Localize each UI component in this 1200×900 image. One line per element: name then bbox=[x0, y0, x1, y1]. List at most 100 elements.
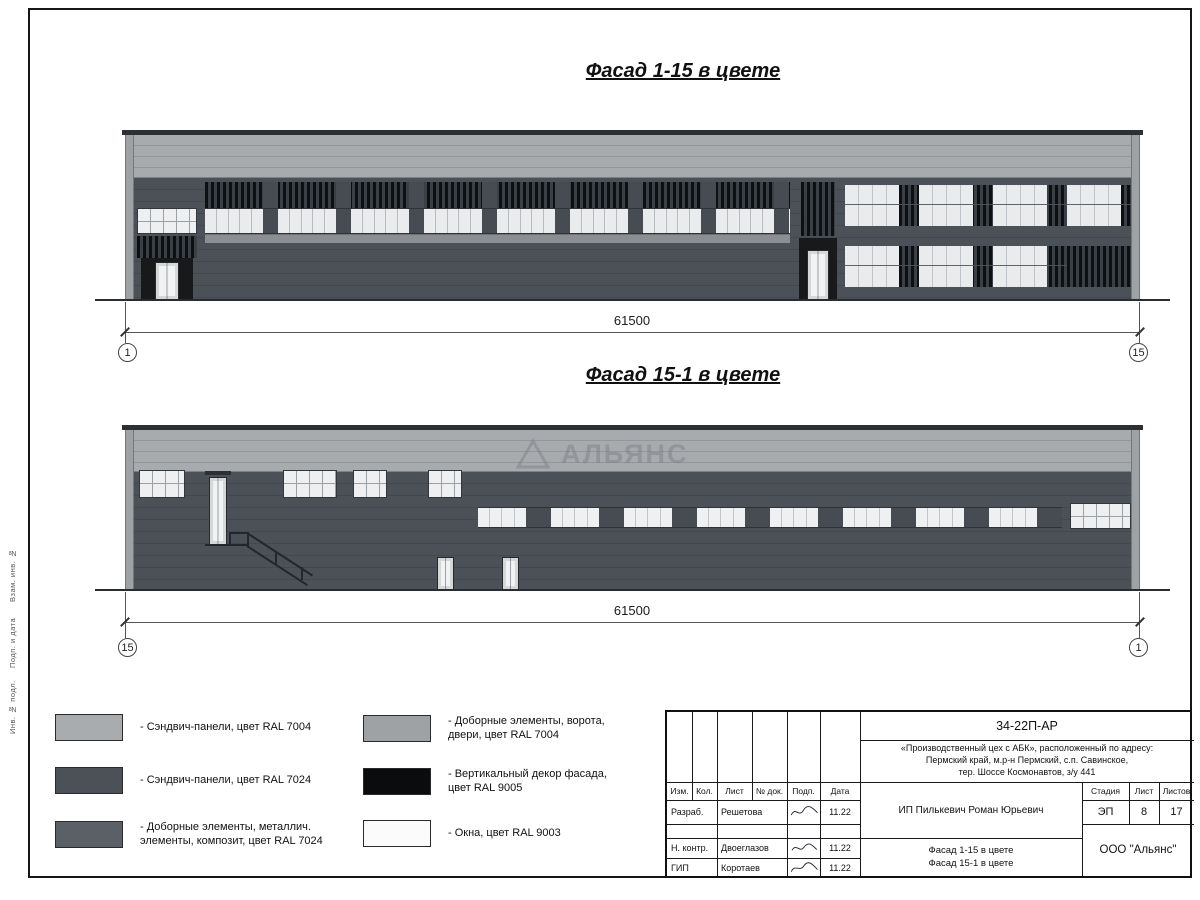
service-door-2 bbox=[502, 557, 519, 590]
entrance-decor-stripes bbox=[137, 236, 197, 258]
legend-item-decor-ral9005: - Вертикальный декор фасада, цвет RAL 90… bbox=[363, 767, 673, 796]
doc-number: 34-22П-АР bbox=[996, 719, 1058, 733]
louver-decor-panel bbox=[1067, 246, 1131, 287]
entrance-door bbox=[155, 262, 179, 300]
client-name: ИП Пилькевич Роман Юрьевич bbox=[898, 804, 1044, 816]
row-nkontr-name: Двоеглазов bbox=[721, 843, 769, 853]
office-window bbox=[353, 470, 387, 498]
col-kol: Кол. bbox=[696, 786, 713, 796]
signature-icon bbox=[790, 862, 818, 872]
row-gip-name: Коротаев bbox=[721, 863, 760, 873]
sheets-value: 17 bbox=[1170, 806, 1183, 818]
signature-icon bbox=[791, 843, 817, 851]
margin-label-vzam-inv: Взам. инв. № bbox=[8, 548, 17, 602]
col-podp: Подп. bbox=[792, 786, 815, 796]
ribbon-windows bbox=[205, 208, 790, 234]
axis-bubble-15: 15 bbox=[118, 638, 137, 657]
extension-line bbox=[1139, 592, 1140, 638]
sheet-value: 8 bbox=[1140, 806, 1148, 818]
row-blank-role bbox=[667, 824, 717, 838]
company-name: ООО "Альянс" bbox=[1099, 844, 1177, 856]
dimension-line-1 bbox=[125, 332, 1140, 333]
stage-value: ЭП bbox=[1097, 806, 1114, 818]
margin-label-podp-data: Подп. и дата bbox=[8, 617, 17, 668]
axis-bubble-15: 15 bbox=[1129, 343, 1148, 362]
stair-platform bbox=[205, 544, 249, 546]
extension-line bbox=[125, 592, 126, 638]
door-canopy bbox=[205, 471, 231, 475]
row-razrab-signature bbox=[787, 800, 820, 824]
sheet-label: Лист bbox=[1134, 786, 1154, 796]
office-window bbox=[283, 470, 337, 498]
legend-item-doors-ral7004: - Доборные элементы, ворота, двери, цвет… bbox=[363, 714, 673, 743]
window-sill-band bbox=[205, 234, 790, 243]
row-nkontr-signature bbox=[787, 838, 820, 858]
dimension-value-2: 61500 bbox=[613, 603, 651, 618]
stair-post bbox=[229, 532, 231, 546]
corner-trim-left bbox=[125, 135, 134, 300]
facade1-title: Фасад 1-15 в цвете bbox=[585, 60, 781, 82]
col-dok: № док. bbox=[755, 786, 784, 796]
office-window bbox=[139, 470, 185, 498]
roof-coping bbox=[122, 425, 1143, 430]
stage-label: Стадия bbox=[1091, 786, 1120, 796]
row-gip-signature bbox=[787, 858, 820, 878]
dimension-line-2 bbox=[125, 622, 1140, 623]
stair-post bbox=[301, 567, 303, 580]
extension-line bbox=[125, 302, 126, 343]
col-izm: Изм. bbox=[670, 786, 689, 796]
col-data: Дата bbox=[830, 786, 850, 796]
facade2-title: Фасад 15-1 в цвете bbox=[585, 364, 781, 386]
title-block: 34-22П-АР «Производственный цех с АБК», … bbox=[665, 710, 1194, 878]
axis-bubble-1: 1 bbox=[118, 343, 137, 362]
hall-strip-windows bbox=[478, 507, 1062, 528]
row-razrab-date: 11.22 bbox=[829, 807, 851, 817]
legend-swatch-doors bbox=[363, 714, 431, 742]
door2 bbox=[807, 250, 829, 300]
parapet-panels-ral7004 bbox=[125, 135, 1140, 178]
signature-icon bbox=[790, 806, 818, 816]
row-gip-role: ГИП bbox=[671, 863, 689, 873]
entrance-window bbox=[137, 208, 197, 234]
row-gip-date: 11.22 bbox=[829, 863, 851, 873]
door2-decor-stripes bbox=[801, 182, 835, 236]
legend-item-ral7024-panels: - Сэндвич-панели, цвет RAL 7024 bbox=[55, 767, 365, 794]
alliance-logo-icon bbox=[515, 438, 551, 469]
vertical-decor-band-ral9005 bbox=[205, 182, 790, 208]
dimension-value-1: 61500 bbox=[613, 313, 651, 328]
ground-line-1 bbox=[95, 299, 1170, 301]
watermark-text: АЛЬЯНС bbox=[561, 438, 689, 469]
stair-platform-rail bbox=[229, 532, 249, 534]
facade-15-1-drawing: АЛЬЯНС bbox=[122, 425, 1143, 590]
row-nkontr-role: Н. контр. bbox=[671, 843, 709, 853]
legend-item-windows-ral9003: - Окна, цвет RAL 9003 bbox=[363, 820, 673, 847]
sheets-label: Листов bbox=[1162, 786, 1191, 796]
legend-swatch-ral9005 bbox=[363, 767, 431, 795]
parapet-panels-ral7004 bbox=[125, 430, 1140, 472]
stair-post bbox=[247, 533, 249, 546]
legend-swatch-ral7004 bbox=[55, 714, 123, 741]
col-list: Лист bbox=[725, 786, 744, 796]
legend-item-composite: - Доборные элементы, металлич. элементы,… bbox=[55, 820, 365, 849]
ground-line-2 bbox=[95, 589, 1170, 591]
service-door-1 bbox=[437, 557, 454, 590]
end-window bbox=[1070, 503, 1131, 529]
legend-swatch-ral7024 bbox=[55, 767, 123, 794]
margin-label-inv-podl: Инв. № подл. bbox=[8, 680, 17, 734]
row-nkontr-date: 11.22 bbox=[829, 843, 851, 853]
stair-post bbox=[275, 551, 277, 564]
axis-bubble-1: 1 bbox=[1129, 638, 1148, 657]
legend-swatch-composite bbox=[55, 820, 123, 848]
legend-swatch-ral9003 bbox=[363, 820, 431, 847]
facade-1-15-drawing bbox=[122, 130, 1143, 300]
extension-line bbox=[1139, 302, 1140, 343]
office-windows-upper bbox=[845, 185, 1131, 226]
corner-trim-right bbox=[1131, 430, 1140, 590]
roof-coping bbox=[122, 130, 1143, 135]
corner-trim-left bbox=[125, 430, 134, 590]
row-razrab-role: Разраб. bbox=[671, 807, 704, 817]
sheet-frame bbox=[28, 8, 1192, 878]
legend-item-ral7004-panels: - Сэндвич-панели, цвет RAL 7004 bbox=[55, 714, 365, 741]
row-razrab-name: Решетова bbox=[721, 807, 763, 817]
